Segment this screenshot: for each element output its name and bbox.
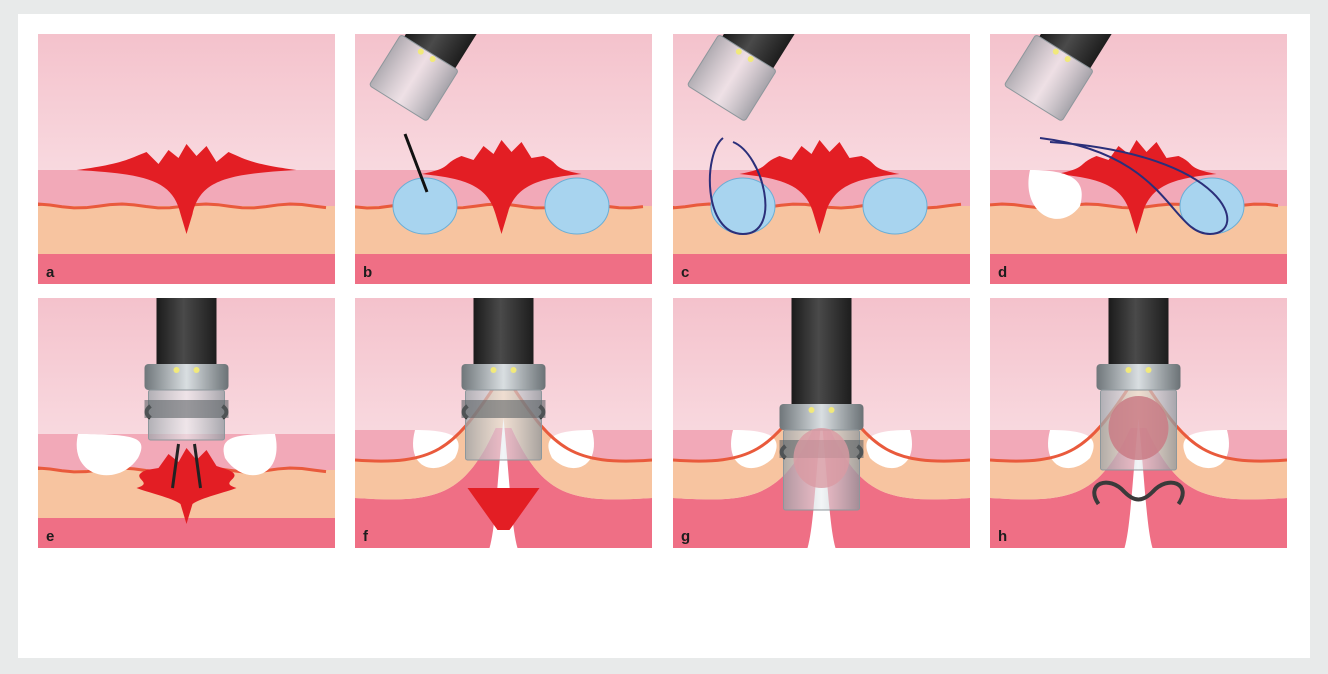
- panel-content: [990, 298, 1287, 548]
- endoscope: [462, 298, 546, 460]
- panel-label-box: f: [355, 526, 381, 548]
- endoscope: [145, 298, 229, 440]
- light-source-icon: [194, 367, 200, 373]
- muscle-layer: [673, 254, 970, 284]
- scope-ring: [1097, 364, 1181, 390]
- scope-shaft: [792, 298, 852, 408]
- panel-label-box: a: [38, 262, 64, 284]
- panel-label-box: e: [38, 526, 64, 548]
- panel-g: g: [673, 298, 970, 548]
- submucosal-injection-cushion: [863, 178, 927, 234]
- panel-c: c: [673, 0, 970, 284]
- panel-label-box: h: [990, 526, 1016, 548]
- muscle-layer: [355, 254, 652, 284]
- panel-content: [990, 0, 1287, 284]
- mucosa-layer: [355, 430, 415, 460]
- mucosa-layer: [1227, 430, 1287, 460]
- scope-shaft: [1109, 298, 1169, 368]
- mucosa-layer: [910, 430, 970, 460]
- light-source-icon: [511, 367, 517, 373]
- panel-d: d: [990, 0, 1287, 284]
- panel-label-g: g: [681, 528, 690, 545]
- light-source-icon: [1126, 367, 1132, 373]
- panel-a: a: [38, 34, 335, 284]
- clip-ring: [145, 400, 229, 418]
- scope-ring: [780, 404, 864, 430]
- muscle-layer: [990, 254, 1287, 284]
- submucosal-injection-cushion: [545, 178, 609, 234]
- panel-label-box: c: [673, 262, 699, 284]
- panel-content: [355, 298, 652, 548]
- panel-label-c: c: [681, 264, 689, 281]
- panel-label-a: a: [46, 264, 55, 281]
- panel-label-h: h: [998, 528, 1007, 545]
- panel-content: [355, 0, 652, 284]
- scope-shaft: [157, 298, 217, 368]
- mucosa-layer: [990, 430, 1050, 460]
- scope-shaft: [474, 298, 534, 368]
- light-source-icon: [829, 407, 835, 413]
- panel-label-e: e: [46, 528, 54, 545]
- panel-label-box: g: [673, 526, 699, 548]
- light-source-icon: [174, 367, 180, 373]
- panel-label-box: b: [355, 262, 381, 284]
- panel-content: [673, 0, 970, 284]
- mucosa-layer: [592, 430, 652, 460]
- mucosa-layer: [673, 430, 733, 460]
- scope-ring: [462, 364, 546, 390]
- panel-f: f: [355, 298, 652, 548]
- light-source-icon: [1146, 367, 1152, 373]
- light-source-icon: [809, 407, 815, 413]
- muscle-layer: [38, 254, 335, 284]
- panel-label-box: d: [990, 262, 1016, 284]
- clip-ring: [462, 400, 546, 418]
- panel-label-b: b: [363, 264, 372, 281]
- scope-ring: [145, 364, 229, 390]
- resected-specimen: [794, 428, 850, 488]
- light-source-icon: [491, 367, 497, 373]
- panel-content: [38, 298, 335, 548]
- panel-h: h: [990, 298, 1287, 548]
- panel-label-d: d: [998, 264, 1007, 281]
- panel-content: [38, 34, 335, 284]
- resected-specimen: [1109, 396, 1169, 460]
- panel-e: e: [38, 298, 335, 548]
- panel-content: [673, 298, 970, 548]
- panel-b: b: [355, 0, 652, 284]
